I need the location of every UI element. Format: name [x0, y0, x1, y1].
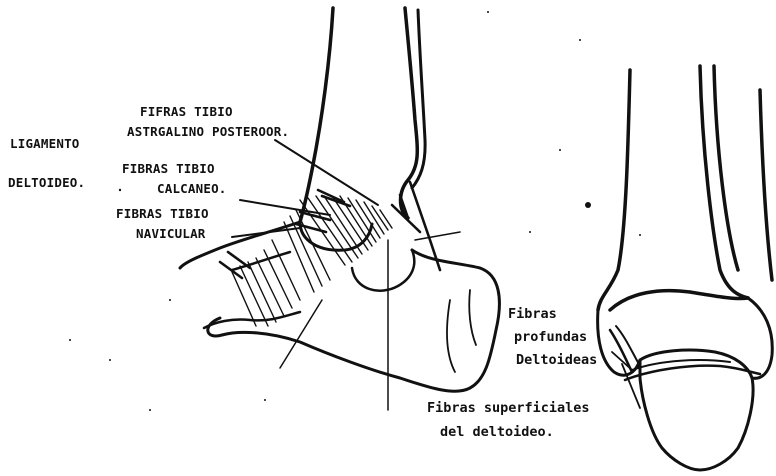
label-superficiales-1: Fibras superficiales — [427, 402, 590, 416]
tibial-plafond — [610, 291, 748, 310]
label-tibio-navicular-1: FIBRAS TIBIO — [116, 208, 209, 221]
label-profundas-1: Fibras — [508, 308, 557, 322]
label-ligamento: LIGAMENTO — [10, 138, 80, 151]
coronal-ankle-view — [598, 66, 773, 470]
leader-inner — [415, 232, 460, 240]
coronal-tibia-right — [700, 66, 748, 298]
leader-profundas — [612, 352, 632, 370]
coronal-tibia — [598, 70, 630, 310]
label-tibio-calcaneo-1: FIBRAS TIBIO — [122, 163, 215, 176]
label-tibio-calcaneo-2: CALCANEO. — [157, 183, 227, 196]
oblique-line — [280, 300, 322, 368]
label-superficiales-2: del deltoideo. — [440, 426, 554, 440]
tibia-outline — [300, 8, 333, 222]
coronal-fibula-2 — [760, 90, 772, 280]
leader-calcaneo — [240, 200, 330, 215]
label-tibio-navicular-2: NAVICULAR — [136, 228, 206, 241]
coronal-lateral-malleolus — [748, 298, 772, 378]
coronal-deltoid-band — [610, 330, 632, 372]
label-deltoideo: DELTOIDEO. — [8, 177, 85, 190]
label-astragalino-posterior: ASTRGALINO POSTEROOR. — [127, 126, 289, 139]
calcaneus-detail — [447, 290, 476, 372]
label-profundas-3: Deltoideas — [516, 354, 597, 368]
talus-outline — [352, 250, 414, 291]
coronal-joint-space — [625, 366, 760, 380]
label-fifras-tibio: FIFRAS TIBIO — [140, 106, 233, 119]
label-profundas-2: profundas — [514, 331, 587, 345]
coronal-fibula-1 — [714, 66, 738, 270]
